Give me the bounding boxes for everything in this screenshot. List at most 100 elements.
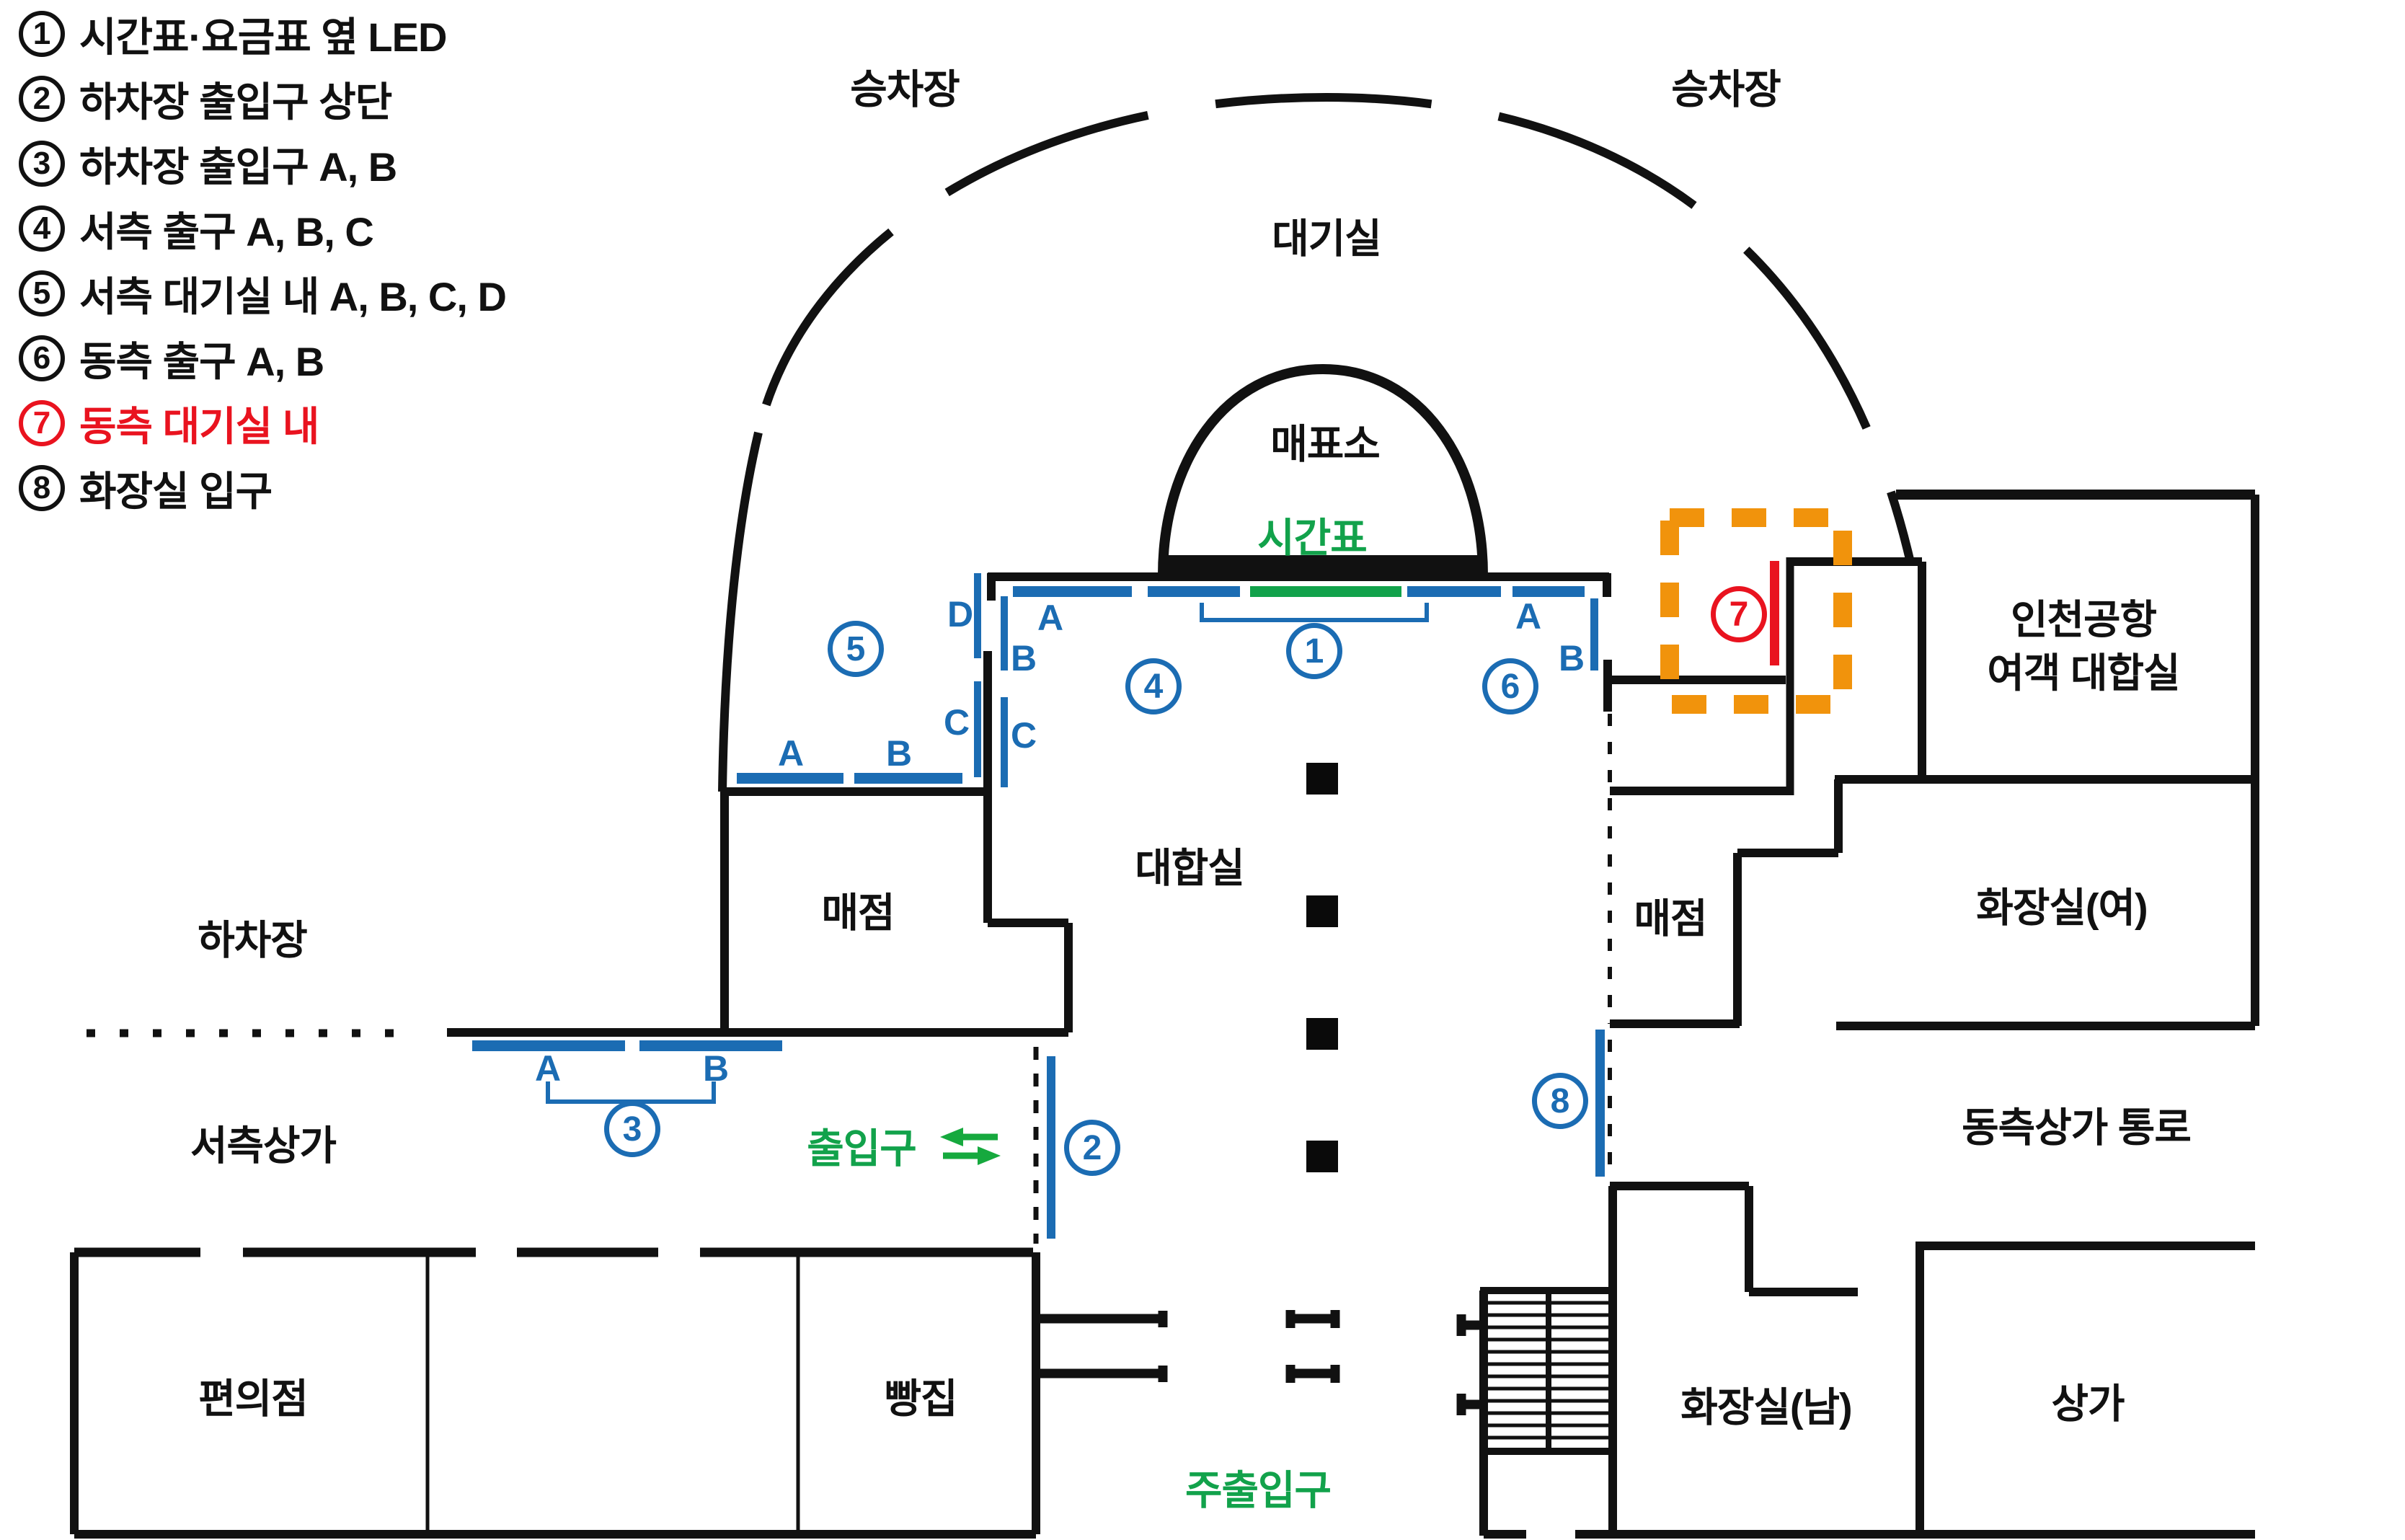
dome-base-band bbox=[1163, 555, 1483, 575]
legend-label-8: 화장실 입구 bbox=[79, 468, 273, 514]
hall-pillar-3 bbox=[1306, 1018, 1338, 1050]
led-top-row-2 bbox=[1148, 586, 1240, 597]
label-convenience: 편의점 bbox=[198, 1376, 309, 1422]
led-top-row-3 bbox=[1407, 586, 1501, 597]
entrance-arrows-icon bbox=[940, 1128, 1001, 1165]
led-west-in-c bbox=[974, 681, 981, 777]
ticket-office-dome bbox=[1158, 363, 1488, 576]
platform-arc-solid bbox=[718, 431, 763, 792]
timetable-green-bar bbox=[1250, 586, 1401, 597]
label-west-shops: 서측상가 bbox=[190, 1123, 337, 1169]
legend-row-1: 1 시간표·요금표 옆 LED bbox=[19, 10, 506, 60]
legend-label-1: 시간표·요금표 옆 LED bbox=[79, 14, 447, 60]
shops-box bbox=[1915, 1242, 2255, 1536]
led-top-row-1 bbox=[1013, 586, 1132, 597]
marker-east-exit-b: B bbox=[1558, 638, 1585, 678]
label-waiting-top: 대기실 bbox=[1272, 216, 1382, 262]
legend-row-3: 3 하차장 출입구 A, B bbox=[19, 140, 506, 190]
legend-num-5: 5 bbox=[19, 270, 65, 317]
marker-west-in-a: A bbox=[777, 733, 805, 774]
label-ticket-office: 매표소 bbox=[1270, 421, 1381, 467]
marker-gate3-b: B bbox=[702, 1048, 730, 1089]
platform-arc-dashed bbox=[754, 92, 1915, 564]
door-lines-center bbox=[1285, 1310, 1340, 1383]
door-lines-stairs bbox=[1456, 1314, 1484, 1415]
hall-pillar-1 bbox=[1306, 763, 1338, 795]
label-store-west: 매점 bbox=[821, 890, 895, 936]
label-main-entrance: 주출입구 bbox=[1184, 1467, 1332, 1513]
legend-row-5: 5 서측 대기실 내 A, B, C, D bbox=[19, 270, 507, 319]
label-alight-area: 하차장 bbox=[198, 917, 308, 963]
led-toilet8 bbox=[1595, 1030, 1605, 1177]
legend-num-3: 3 bbox=[19, 141, 65, 187]
legend-label-2: 하차장 출입구 상단 bbox=[79, 79, 392, 125]
marker-west-exit-a: A bbox=[1037, 598, 1064, 638]
marker-west-d: D bbox=[947, 594, 974, 634]
legend-label-7: 동측 대기실 내 bbox=[79, 403, 319, 449]
label-boarding-right: 승차장 bbox=[1671, 66, 1781, 112]
plan-num-8: 8 bbox=[1532, 1073, 1588, 1129]
legend-row-4: 4 서측 출구 A, B, C bbox=[19, 205, 506, 255]
label-timetable: 시간표 bbox=[1257, 515, 1368, 561]
marker-gate3-a: A bbox=[534, 1048, 562, 1089]
led-west-in-b bbox=[854, 773, 962, 784]
led-west-in-a bbox=[737, 773, 843, 784]
marker-west-in-b: B bbox=[885, 733, 913, 774]
legend-label-5: 서측 대기실 내 A, B, C, D bbox=[79, 273, 507, 319]
led-west-exit-b bbox=[1001, 596, 1008, 671]
led-east-exit-b bbox=[1590, 598, 1598, 671]
legend-num-2: 2 bbox=[19, 76, 65, 122]
bracket-gate1 bbox=[1200, 603, 1429, 622]
legend-label-3: 하차장 출입구 A, B bbox=[79, 143, 397, 190]
plan-num-3: 3 bbox=[604, 1101, 660, 1157]
label-east-corridor: 동측상가 통로 bbox=[1962, 1105, 2192, 1151]
plan-num-4: 4 bbox=[1125, 658, 1182, 714]
legend-row-2: 2 하차장 출입구 상단 bbox=[19, 75, 506, 125]
legend-row-6: 6 동측 출구 A, B bbox=[19, 335, 506, 384]
marker-west-exit-b: B bbox=[1010, 638, 1037, 678]
legend-num-1: 1 bbox=[19, 11, 65, 57]
legend-label-4: 서측 출구 A, B, C bbox=[79, 208, 374, 255]
marker-west-in-c: C bbox=[943, 702, 970, 743]
led-gate3-a bbox=[472, 1040, 625, 1051]
label-toilet-men: 화장실(남) bbox=[1680, 1384, 1852, 1430]
marker-east-exit-a: A bbox=[1515, 596, 1542, 637]
marker-west-exit-c: C bbox=[1010, 715, 1037, 756]
shop-partitions bbox=[425, 1256, 800, 1534]
led-west-d bbox=[974, 573, 981, 658]
hall-pillar-2 bbox=[1306, 895, 1338, 927]
plan-num-7: 7 bbox=[1711, 586, 1767, 642]
legend-row-7-highlighted: 7 동측 대기실 내 bbox=[19, 399, 506, 449]
label-shops: 상가 bbox=[2051, 1381, 2125, 1427]
legend: 1 시간표·요금표 옆 LED 2 하차장 출입구 상단 3 하차장 출입구 A… bbox=[19, 10, 507, 529]
legend-row-8: 8 화장실 입구 bbox=[19, 464, 506, 514]
led-entrance2 bbox=[1047, 1056, 1055, 1239]
label-incheon-hall: 인천공항 여객 대합실 bbox=[1987, 593, 2180, 700]
label-entrance: 출입구 bbox=[807, 1125, 917, 1172]
led-east-waiting-red bbox=[1770, 561, 1779, 665]
legend-num-6: 6 bbox=[19, 335, 65, 381]
plan-num-6: 6 bbox=[1482, 658, 1538, 714]
hall-pillar-4 bbox=[1306, 1141, 1338, 1172]
label-incheon-line1: 인천공항 bbox=[2010, 597, 2157, 643]
led-west-exit-c bbox=[1001, 697, 1008, 787]
legend-num-8: 8 bbox=[19, 465, 65, 511]
legend-num-7: 7 bbox=[19, 400, 65, 446]
led-gate3-b bbox=[639, 1040, 782, 1051]
led-top-row-4 bbox=[1512, 586, 1585, 597]
bracket-gate3 bbox=[546, 1081, 716, 1104]
label-boarding-left: 승차장 bbox=[850, 66, 960, 112]
label-incheon-line2: 여객 대합실 bbox=[1987, 650, 2180, 696]
plan-num-2: 2 bbox=[1064, 1120, 1120, 1176]
label-bakery: 빵집 bbox=[884, 1376, 957, 1422]
plan-num-5: 5 bbox=[828, 621, 884, 677]
door-lines-bakery bbox=[1040, 1311, 1168, 1382]
east-step-walls bbox=[1733, 779, 1843, 1026]
label-store-east: 매점 bbox=[1634, 895, 1707, 942]
legend-label-6: 동측 출구 A, B bbox=[79, 338, 324, 384]
plan-num-1: 1 bbox=[1286, 623, 1342, 679]
legend-num-4: 4 bbox=[19, 205, 65, 252]
highlight-orange-box bbox=[1660, 508, 1852, 714]
